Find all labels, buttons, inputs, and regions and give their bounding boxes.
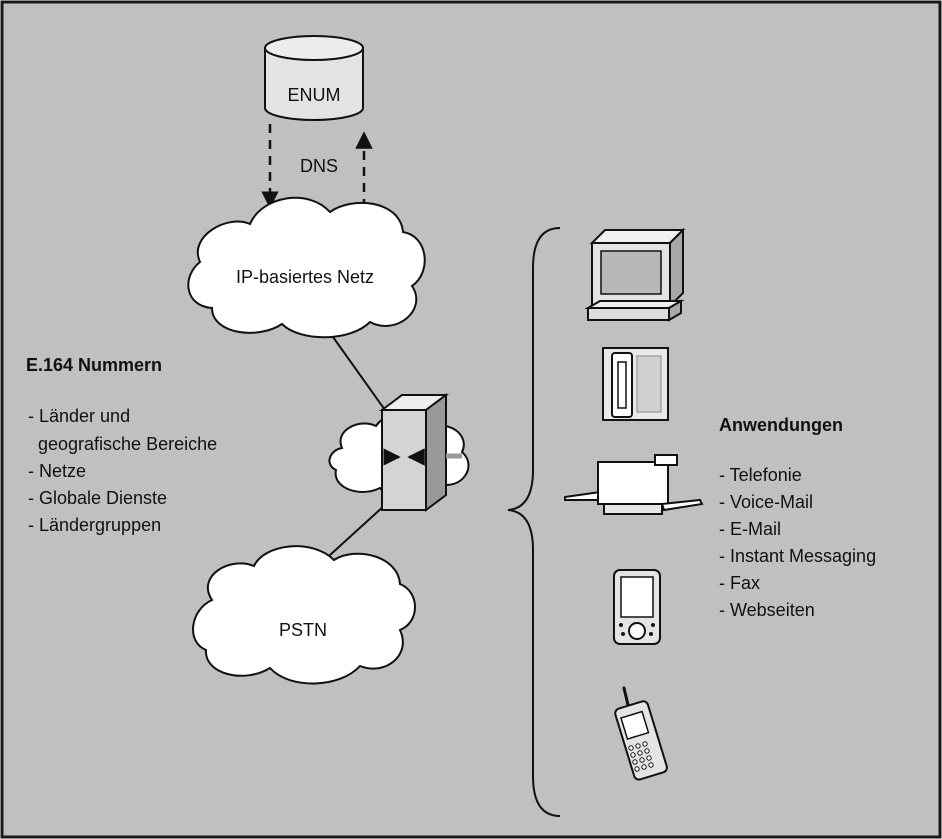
applications-item: - E-Mail bbox=[719, 519, 781, 539]
enum-label: ENUM bbox=[288, 85, 341, 105]
numbers-title: E.164 Nummern bbox=[26, 355, 162, 375]
applications-item: - Fax bbox=[719, 573, 760, 593]
ip-network-label: IP-basiertes Netz bbox=[236, 267, 374, 287]
applications-brace bbox=[507, 227, 561, 817]
mobile-phone-icon bbox=[614, 686, 668, 781]
desk-phone-icon bbox=[602, 347, 669, 421]
applications-item: - Telefonie bbox=[719, 465, 802, 485]
fax-machine-icon bbox=[564, 454, 704, 515]
numbers-item: - Globale Dienste bbox=[28, 488, 167, 508]
applications-item: - Webseiten bbox=[719, 600, 815, 620]
numbers-item: - Netze bbox=[28, 461, 86, 481]
numbers-item: - Ländergruppen bbox=[28, 515, 161, 535]
gateway-server-icon bbox=[379, 393, 462, 512]
dns-label: DNS bbox=[300, 156, 338, 176]
applications-item: - Voice-Mail bbox=[719, 492, 813, 512]
computer-icon bbox=[584, 227, 686, 322]
applications-item: - Instant Messaging bbox=[719, 546, 876, 566]
database-cylinder-icon bbox=[264, 35, 364, 121]
numbers-item: geografische Bereiche bbox=[28, 434, 217, 454]
ip-network-cloud bbox=[187, 196, 426, 339]
pstn-cloud bbox=[192, 545, 416, 685]
applications-title: Anwendungen bbox=[719, 415, 843, 435]
numbers-item: - Länder und bbox=[28, 406, 130, 426]
ip-to-gateway-link bbox=[327, 329, 386, 411]
pda-icon bbox=[613, 569, 661, 645]
pstn-label: PSTN bbox=[279, 620, 327, 640]
